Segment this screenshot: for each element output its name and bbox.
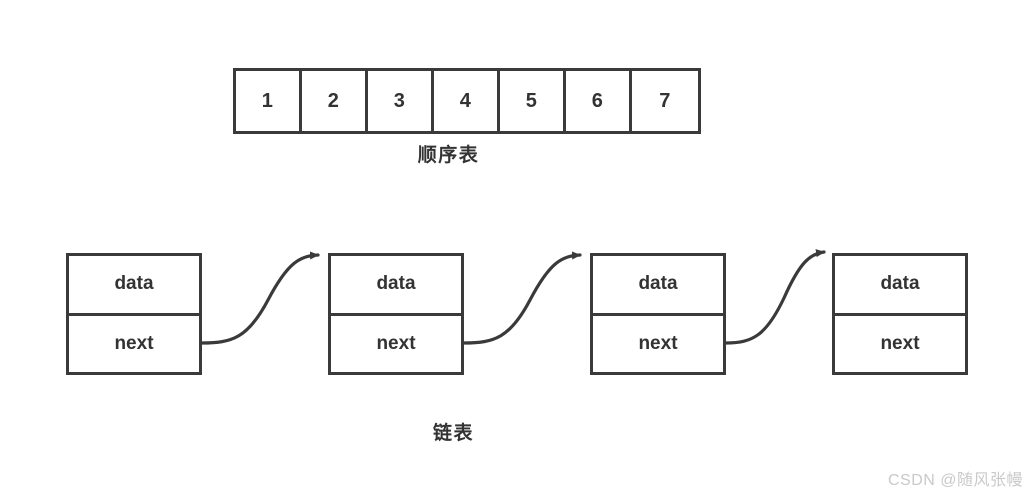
linked-list-node: data next — [328, 253, 464, 375]
node-data-cell: data — [331, 256, 461, 316]
array-cell: 2 — [302, 71, 368, 131]
array-row: 1 2 3 4 5 6 7 — [233, 68, 701, 134]
node-next-cell: next — [638, 332, 678, 354]
node-data-cell: data — [835, 256, 965, 316]
array-cell: 6 — [566, 71, 632, 131]
array-cell: 4 — [434, 71, 500, 131]
sequential-list-array: 1 2 3 4 5 6 7 — [233, 68, 701, 134]
linked-list-node: data next — [832, 253, 968, 375]
linked-list-node: data next — [66, 253, 202, 375]
watermark: CSDN @随风张幔 — [887, 472, 1023, 489]
array-cell: 5 — [500, 71, 566, 131]
node-next-cell: next — [114, 332, 154, 354]
array-cell: 7 — [659, 89, 671, 112]
node-data-cell: data — [69, 256, 199, 316]
arrow-node3-to-node4 — [724, 249, 826, 345]
sequential-list-caption: 顺序表 — [417, 145, 480, 166]
node-next-cell: next — [880, 332, 920, 354]
linked-list-node: data next — [590, 253, 726, 375]
arrow-node2-to-node3 — [462, 251, 582, 345]
linked-list-caption: 链表 — [432, 423, 474, 444]
array-cell: 1 — [236, 71, 302, 131]
node-data-cell: data — [593, 256, 723, 316]
arrow-node1-to-node2 — [200, 251, 320, 345]
node-next-cell: next — [376, 332, 416, 354]
array-cell: 3 — [368, 71, 434, 131]
